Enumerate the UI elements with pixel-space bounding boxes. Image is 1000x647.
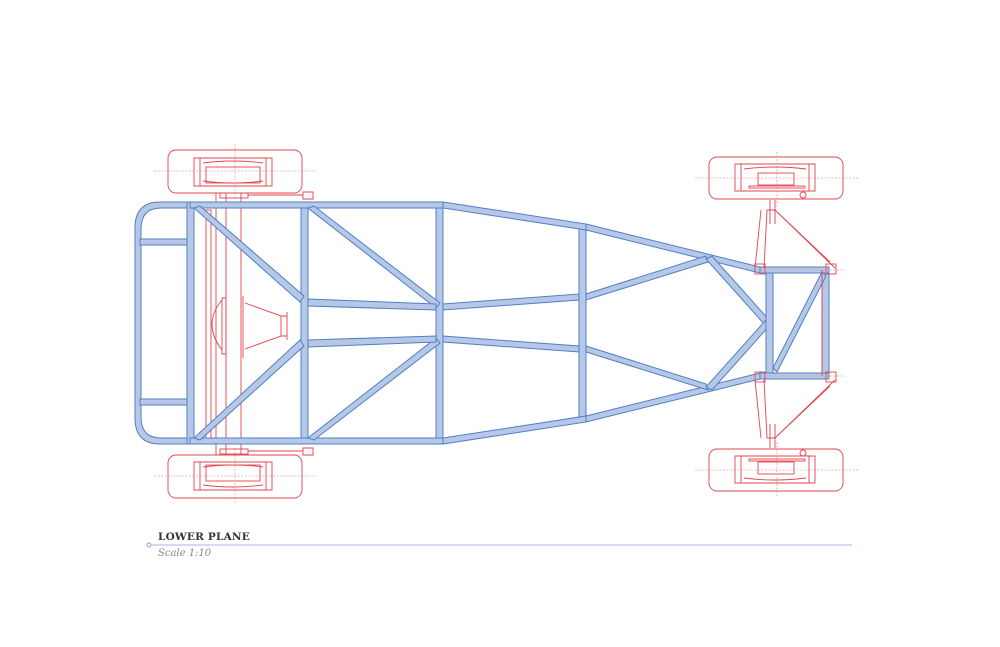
caption-scale: Scale 1:10 xyxy=(158,548,212,559)
drawing-caption: LOWER PLANE Scale 1:10 xyxy=(158,531,250,561)
caption-title: LOWER PLANE xyxy=(158,531,250,543)
rear-left-wheel xyxy=(154,144,316,200)
caption-rule xyxy=(146,542,852,548)
front-suspension xyxy=(754,200,845,448)
front-left-wheel xyxy=(695,152,858,206)
rear-right-wheel xyxy=(154,447,316,504)
chassis-frame xyxy=(134,201,830,445)
front-right-wheel xyxy=(695,442,858,496)
